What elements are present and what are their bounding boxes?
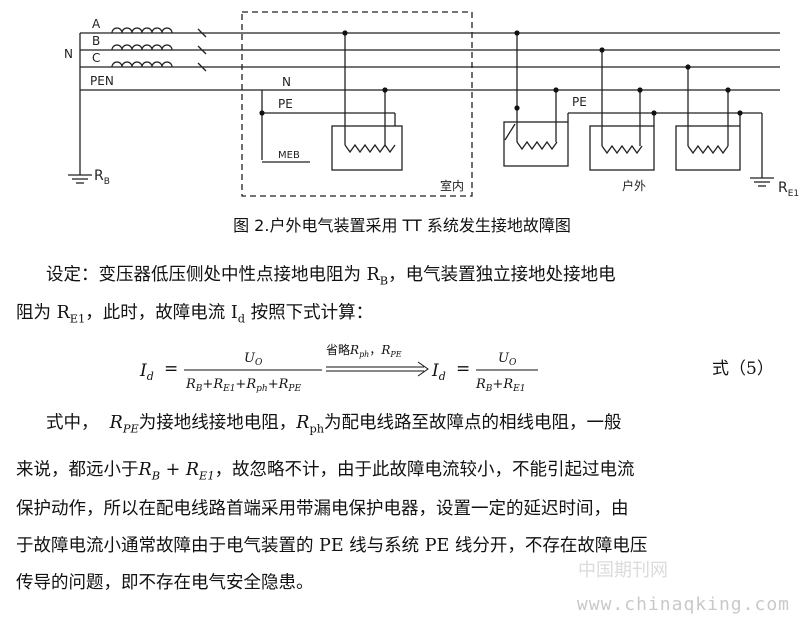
indoor-equipment bbox=[331, 125, 403, 171]
indoor-label: 室内 bbox=[440, 178, 464, 193]
outdoor3-heater-zigzag bbox=[687, 144, 729, 155]
para2-text-b: 为接地线接地电阻， bbox=[138, 413, 297, 433]
phase-label-c: C bbox=[92, 51, 100, 65]
formula-num: UO bbox=[244, 351, 263, 368]
junction-dot bbox=[259, 110, 265, 116]
para3-r-e1-sub: E1 bbox=[199, 468, 215, 483]
para1-text-e: 按照下式计算： bbox=[245, 303, 374, 323]
meb-label: MEB bbox=[278, 150, 300, 161]
outdoor-equipment-1 bbox=[503, 121, 569, 167]
breaker-c bbox=[197, 62, 207, 72]
breaker-b bbox=[197, 45, 207, 55]
paragraph-2-line-2: 来说，都远小于RB + RE1，故忽略不计，由于此故障电流较小，不能引起过电流 bbox=[16, 455, 796, 491]
phase-label-pen: PEN bbox=[90, 74, 114, 88]
junction-dot bbox=[382, 87, 388, 93]
watermark: www.chinaqking.com bbox=[576, 594, 790, 615]
para1-text-c: 阻为 R bbox=[16, 303, 70, 323]
para2-r-ph: R bbox=[296, 413, 310, 433]
para3-plus: + bbox=[160, 460, 186, 480]
junction-dot bbox=[553, 87, 559, 93]
arrow-label: 省略Rph，RPE bbox=[326, 342, 402, 359]
figure-caption: 图 2.户外电气装置采用 TT 系统发生接地故障图 bbox=[233, 216, 571, 235]
indoor-pe-label: PE bbox=[278, 97, 293, 111]
indoor-heater-zigzag bbox=[344, 143, 396, 154]
junction-dot bbox=[342, 30, 348, 36]
phase-label-a: A bbox=[92, 17, 101, 31]
phase-label-b: B bbox=[92, 34, 100, 48]
para3-r-b-sub: B bbox=[151, 468, 161, 483]
para3-r-e1: R bbox=[185, 460, 200, 480]
indoor-n-label: N bbox=[282, 75, 291, 89]
junction-dot bbox=[599, 47, 605, 53]
para2-r-pe: R bbox=[109, 413, 123, 433]
formula-5: Id = UO RB+RE1+Rph+RPE 省略Rph，RPE Id = UO… bbox=[139, 342, 774, 394]
paragraph-2-line-5: 传导的问题，即不存在电气安全隐患。 bbox=[16, 573, 314, 593]
rb-label: RB bbox=[94, 168, 110, 187]
arrow-head bbox=[417, 361, 429, 377]
fault-mark bbox=[504, 123, 516, 141]
paragraph-1-line-1: 设定：变压器低压侧处中性点接地电阻为 RB，电气装置独立接地处接地电 bbox=[16, 260, 796, 296]
para1-text-a: 设定：变压器低压侧处中性点接地电阻为 R bbox=[46, 265, 380, 285]
para1-text-d: ，此时，故障电流 I bbox=[85, 303, 238, 323]
outdoor-pe-label: PE bbox=[572, 95, 587, 109]
paragraph-2-line-4: 于故障电流小通常故障由于电气装置的 PE 线与系统 PE 线分开，不存在故障电压 bbox=[16, 536, 648, 556]
junction-dot bbox=[651, 110, 657, 116]
paragraph-2-line-1: 式中， RPE为接地线接地电阻，Rph为配电线路至故障点的相线电阻，一般 bbox=[16, 408, 796, 444]
paragraph-1-line-2: 阻为 RE1，此时，故障电流 Id 按照下式计算： bbox=[16, 298, 796, 334]
formula-label: 式（5） bbox=[712, 359, 774, 379]
coil-b bbox=[111, 44, 173, 51]
formula-rhs: Id bbox=[431, 361, 446, 383]
indoor-box bbox=[241, 11, 473, 197]
formula-lhs: Id bbox=[139, 361, 154, 383]
formula-den: RB+RE1+Rph+RPE bbox=[185, 377, 301, 394]
junction-dot bbox=[637, 87, 643, 93]
junction-dot bbox=[725, 87, 731, 93]
formula-eq-1: = bbox=[164, 359, 178, 379]
coil-a bbox=[111, 27, 173, 34]
para3-r-b: R bbox=[138, 460, 152, 480]
re1-label: RE1 bbox=[778, 180, 799, 199]
watermark-inline: 中国期刊网 bbox=[578, 560, 668, 581]
formula-num-2: UO bbox=[498, 351, 517, 368]
para3-text-a: 来说，都远小于 bbox=[16, 460, 139, 480]
outdoor-label: 户外 bbox=[622, 178, 646, 193]
paragraph-2-line-3: 保护动作，所以在配电线路首端采用带漏电保护电器，设置一定的延迟时间，由 bbox=[16, 499, 629, 519]
outdoor-equipment-3 bbox=[675, 125, 741, 171]
para2-text-a: 式中， bbox=[46, 413, 99, 433]
para1-sub-c: E1 bbox=[69, 311, 86, 326]
formula-den-2: RB+RE1 bbox=[475, 377, 525, 394]
junction-dot bbox=[514, 105, 520, 111]
junction-dot bbox=[737, 110, 743, 116]
source-n-label: N bbox=[64, 47, 73, 61]
para3-text-b: ，故忽略不计，由于此故障电流较小，不能引起过电流 bbox=[214, 460, 635, 480]
breaker-a bbox=[197, 28, 207, 38]
coil-c bbox=[111, 61, 173, 68]
para2-r-ph-sub: ph bbox=[309, 421, 325, 436]
outdoor-equipment-2 bbox=[589, 125, 655, 171]
outdoor1-heater-zigzag bbox=[516, 140, 558, 151]
tt-system-fault-diagram: A B C PEN N RB N PE MEB 室内 PE 户外 RE1 bbox=[64, 11, 799, 199]
para1-sub-d: d bbox=[237, 311, 246, 326]
para1-text-b: ，电气装置独立接地处接地电 bbox=[388, 265, 616, 285]
formula-eq-2: = bbox=[456, 359, 470, 379]
para2-text-c: 为配电线路至故障点的相线电阻，一般 bbox=[324, 413, 622, 433]
outdoor2-heater-zigzag bbox=[601, 144, 643, 155]
para1-sub-a: B bbox=[379, 273, 389, 288]
junction-dot bbox=[685, 64, 691, 70]
para2-r-pe-sub: PE bbox=[122, 421, 139, 436]
junction-dot bbox=[514, 30, 520, 36]
